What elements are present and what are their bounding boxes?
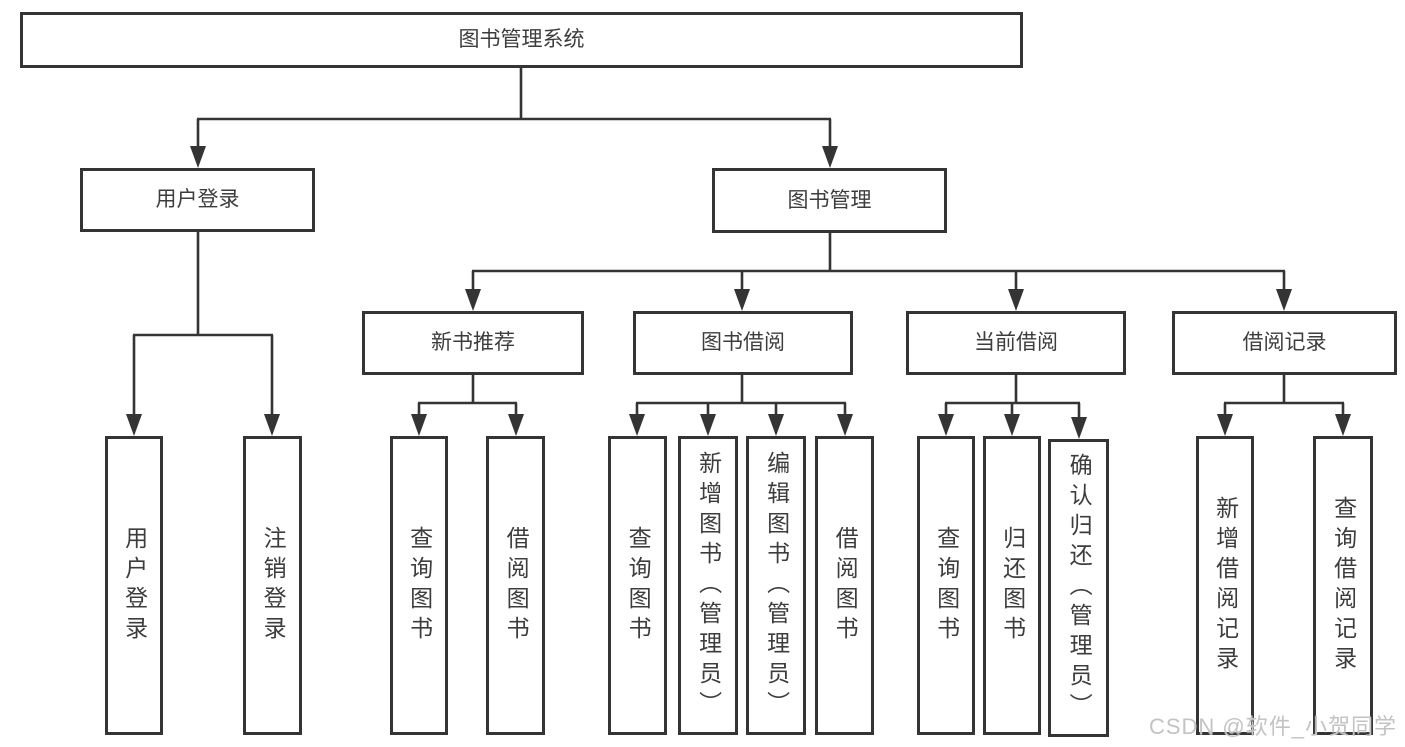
leaf-query-books-1: 查询图书: [390, 436, 448, 735]
node-label: 查询图书: [933, 525, 960, 646]
node-user-login: 用户登录: [80, 168, 315, 232]
node-book-borrow: 图书借阅: [633, 311, 853, 375]
node-label: 用户登录: [121, 525, 148, 646]
node-label: 查询图书: [406, 525, 433, 646]
node-label: 归还图书: [999, 525, 1026, 646]
node-label: 借阅记录: [1242, 331, 1327, 355]
leaf-return-books: 归还图书: [983, 436, 1041, 735]
leaf-edit-books-admin: 编辑图书（管理员）: [746, 436, 806, 735]
node-label: 新增借阅记录: [1212, 495, 1239, 676]
leaf-query-borrow-record: 查询借阅记录: [1313, 436, 1373, 735]
node-label: 注销登录: [260, 525, 287, 646]
leaf-add-books-admin: 新增图书（管理员）: [678, 436, 738, 735]
node-label: 新增图书（管理员）: [695, 450, 722, 721]
csdn-watermark: CSDN @软件_小贺同学: [1148, 714, 1397, 739]
node-label: 借阅图书: [832, 525, 859, 646]
leaf-user-login: 用户登录: [105, 436, 163, 735]
node-label: 编辑图书（管理员）: [763, 450, 790, 721]
leaf-logout: 注销登录: [243, 436, 302, 735]
leaf-add-borrow-record: 新增借阅记录: [1196, 436, 1254, 735]
node-label: 确认归还（管理员）: [1066, 453, 1093, 723]
node-borrow-records: 借阅记录: [1172, 311, 1397, 375]
node-label: 新书推荐: [431, 331, 515, 355]
leaf-confirm-return-admin: 确认归还（管理员）: [1048, 439, 1109, 737]
node-library-management-system: 图书管理系统: [20, 12, 1023, 68]
node-label: 查询图书: [625, 525, 652, 646]
node-label: 查询借阅记录: [1330, 495, 1357, 676]
node-label: 借阅图书: [503, 525, 530, 646]
node-book-management: 图书管理: [712, 168, 947, 233]
leaf-borrow-books-2: 借阅图书: [815, 436, 874, 735]
node-current-borrow: 当前借阅: [906, 311, 1126, 375]
leaf-borrow-books-1: 借阅图书: [486, 436, 545, 735]
node-label: 图书管理: [787, 188, 872, 212]
node-label: 当前借阅: [974, 331, 1058, 355]
node-new-book-recommend: 新书推荐: [362, 311, 584, 375]
node-label: 用户登录: [155, 188, 240, 212]
node-label: 图书借阅: [701, 331, 785, 355]
node-label: 图书管理系统: [458, 28, 585, 52]
leaf-query-books-2: 查询图书: [608, 436, 667, 735]
leaf-query-books-3: 查询图书: [917, 436, 975, 735]
